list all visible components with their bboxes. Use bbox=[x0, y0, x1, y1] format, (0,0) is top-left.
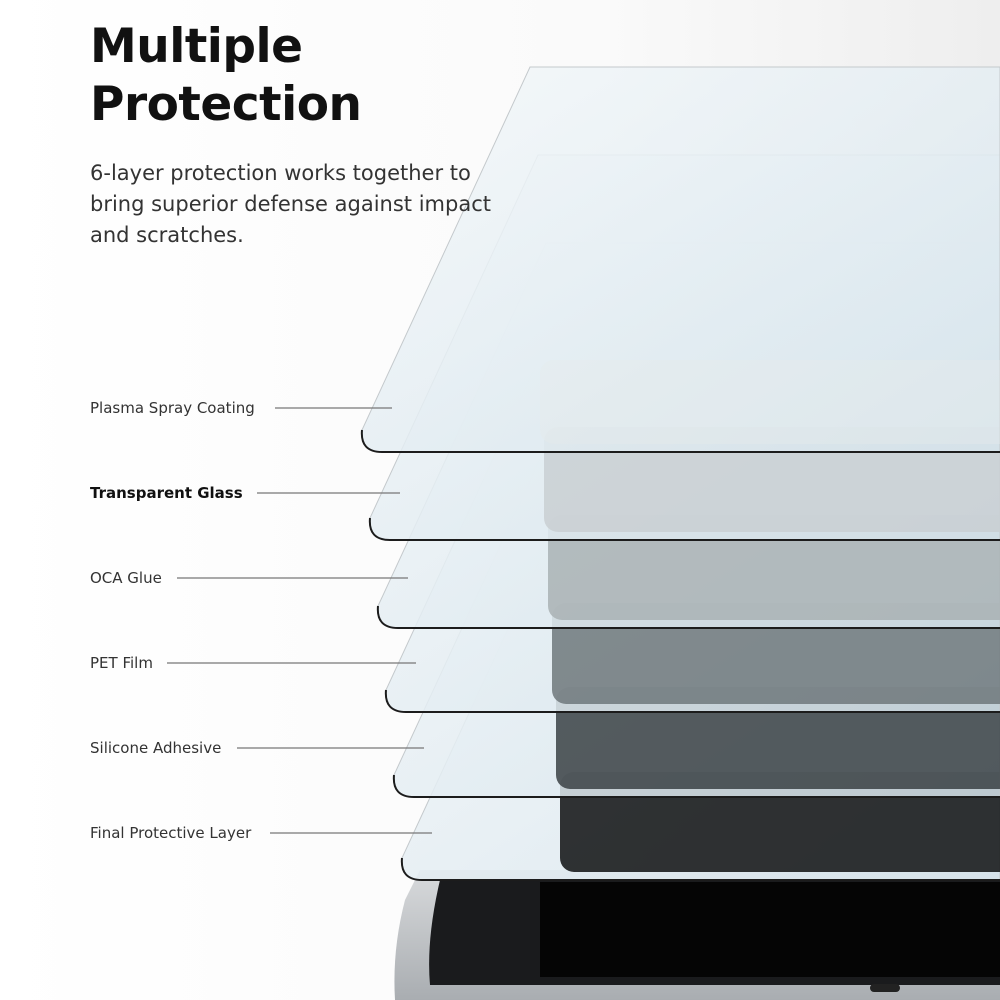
layer-label: PET Film bbox=[90, 654, 153, 672]
tablet bbox=[394, 870, 1000, 1000]
layer-label: Plasma Spray Coating bbox=[90, 399, 255, 417]
title-line-2: Protection bbox=[90, 77, 362, 132]
layer-label: Silicone Adhesive bbox=[90, 739, 222, 757]
subtitle: 6-layer protection works together to bri… bbox=[90, 161, 491, 247]
title-line-1: Multiple bbox=[90, 19, 303, 74]
layer-1 bbox=[360, 66, 1000, 453]
layer-label: Transparent Glass bbox=[90, 484, 243, 502]
layer-label: Final Protective Layer bbox=[90, 824, 252, 842]
layer-label: OCA Glue bbox=[90, 569, 162, 587]
page-title: Multiple Protection bbox=[90, 18, 362, 134]
port-icon bbox=[870, 984, 900, 992]
